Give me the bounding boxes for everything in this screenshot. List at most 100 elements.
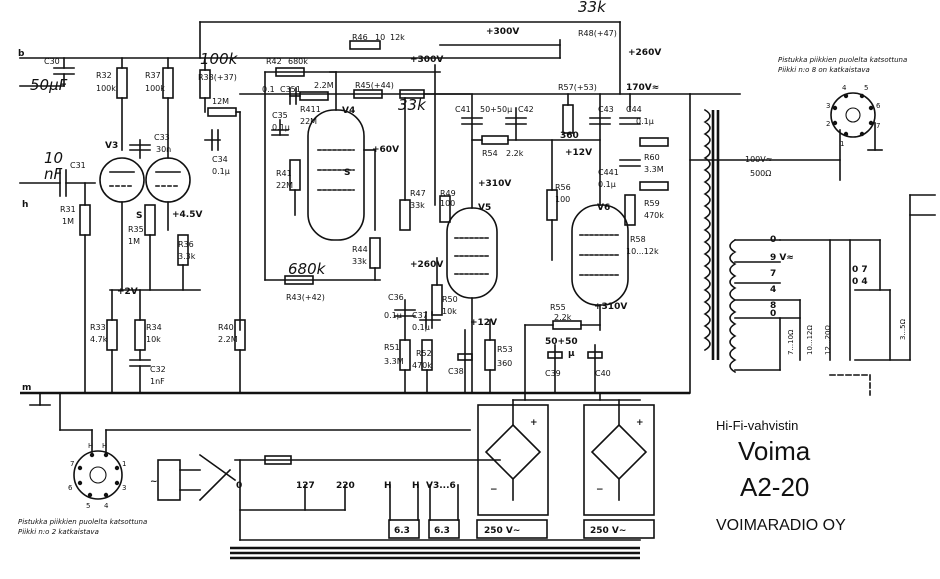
- rail-labels: b m h +300V +260V 170V≈ +300V +60V +310V…: [18, 27, 661, 393]
- ohm-10-12-label: 10...12Ω: [806, 325, 814, 355]
- r51-value: 3.3M: [384, 357, 404, 366]
- box-63b-label: 6.3: [434, 526, 450, 536]
- tube-v5-stage: [394, 64, 601, 394]
- c30-label: C30: [44, 57, 60, 66]
- r59-label: R59: [644, 199, 660, 208]
- r33-label: R33: [90, 323, 106, 332]
- r41-label: R41: [276, 169, 292, 178]
- c441-label: C441: [598, 168, 619, 177]
- r51-label: R51: [384, 343, 400, 352]
- r50-value: 10k: [442, 307, 457, 316]
- r36-label: R36: [178, 240, 194, 249]
- r38-label: R38(+37): [198, 73, 237, 82]
- bot-pin-h1: H: [88, 442, 93, 450]
- r57-label: R57(+53): [558, 83, 597, 92]
- r34-value: 10k: [146, 335, 161, 344]
- v310b-label: +310V: [594, 302, 627, 312]
- r46-value2: 12k: [390, 33, 405, 42]
- r31-value: 1M: [62, 217, 74, 226]
- tube-v3-label: V3: [105, 141, 118, 151]
- v260-label: +260V: [628, 48, 661, 58]
- r411-label: R411: [300, 105, 321, 114]
- top-pin-2: 2: [826, 120, 830, 128]
- v310a-label: +310V: [478, 179, 511, 189]
- c31-value: 10: [44, 149, 63, 167]
- heater-h2-label: H: [412, 481, 420, 491]
- bridge1-minus: −: [490, 485, 498, 495]
- c33-label: C33: [154, 133, 170, 142]
- r52-label: R52: [416, 349, 432, 358]
- tube-v6-label: V6: [597, 203, 610, 213]
- r49-label: R49: [440, 189, 456, 198]
- c40-label: C40: [595, 369, 611, 378]
- r41-value: 22M: [276, 181, 293, 190]
- top-pin-7: 7: [876, 122, 880, 130]
- heater-h1-label: H: [384, 481, 392, 491]
- s-label: S: [344, 168, 350, 178]
- title-line-1: Hi-Fi-vahvistin: [716, 418, 798, 433]
- bot-pin-7: 7: [70, 460, 74, 468]
- c32-label: C32: [150, 365, 166, 374]
- top-pin-1: 1: [840, 140, 844, 148]
- top-socket-note-1: Pistukka piikkien puolelta katsottuna: [778, 56, 907, 64]
- r55-value: 2.2k: [554, 313, 572, 322]
- bot-pin-3: 3: [122, 484, 126, 492]
- rail-b-label: b: [18, 49, 25, 59]
- tap-04-label: 0 4: [852, 277, 868, 287]
- v2-label: +2V: [117, 287, 138, 297]
- r54-value: 2.2k: [506, 149, 524, 158]
- top-pin-5: 5: [864, 84, 868, 92]
- r60-label: R60: [644, 153, 660, 162]
- c44-label: C44: [626, 105, 642, 114]
- r52-value: 470k: [412, 361, 432, 370]
- rail-m-label: m: [22, 383, 31, 393]
- r32-label: R32: [96, 71, 112, 80]
- r57-value: 360: [560, 131, 579, 141]
- c36-label: C36: [388, 293, 404, 302]
- power-section: [59, 392, 655, 541]
- c37-value: 0.1μ: [412, 323, 430, 332]
- r54-label: R54: [482, 149, 498, 158]
- r58-label: R58: [630, 235, 646, 244]
- s2-label: S: [136, 211, 142, 221]
- r45-value: 33k: [398, 96, 427, 114]
- socket-pin-labels: 4 5 6 7 3 2 1 H H 7 6 5 4 3 1: [68, 84, 881, 510]
- top-pin-4: 4: [842, 84, 847, 92]
- output-transformer: [689, 93, 936, 396]
- c31-label: C31: [70, 161, 86, 170]
- r40-label: R40: [218, 323, 234, 332]
- c39-40-value: 50+50: [545, 337, 578, 347]
- c43-label: C43: [598, 105, 614, 114]
- r34-label: R34: [146, 323, 162, 332]
- r35-value: 1M: [128, 237, 140, 246]
- r47-value: 33k: [410, 201, 425, 210]
- bot-pin-4: 4: [104, 502, 109, 510]
- r43-value: 680k: [288, 260, 327, 278]
- v300b-label: +300V: [410, 55, 443, 65]
- p100-label: 100V≈: [745, 155, 772, 164]
- bot-pin-5: 5: [86, 502, 90, 510]
- c44-value: 0.1μ: [636, 117, 654, 126]
- c34-value: 0.1μ: [212, 167, 230, 176]
- tube-v4-label: V4: [342, 106, 355, 116]
- r50-label: R50: [442, 295, 458, 304]
- r46-label: R46: [352, 33, 368, 42]
- r46-value: 10: [375, 33, 385, 42]
- top-pin-6: 6: [876, 102, 881, 110]
- tube-v6-stage: [524, 93, 669, 401]
- tap-4-label: 4: [770, 285, 776, 295]
- bridge2-minus: −: [596, 485, 604, 495]
- input-h-label: h: [22, 200, 28, 210]
- r37-label: R37: [145, 71, 161, 80]
- socket-notes: Pistukka piikkien puolelta katsottuna Pi…: [18, 56, 907, 536]
- r39-value: 12M: [212, 97, 229, 106]
- c35-value: 0.1μ: [272, 123, 290, 132]
- c34-label: C34: [212, 155, 228, 164]
- r38-value: 100k: [200, 50, 239, 68]
- r44-value: 33k: [352, 257, 367, 266]
- r48-value: 33k: [578, 0, 607, 16]
- tube-labels: V3 V4 V5 V6: [105, 106, 610, 213]
- r35-label: R35: [128, 225, 144, 234]
- p500-label: 500Ω: [750, 169, 771, 178]
